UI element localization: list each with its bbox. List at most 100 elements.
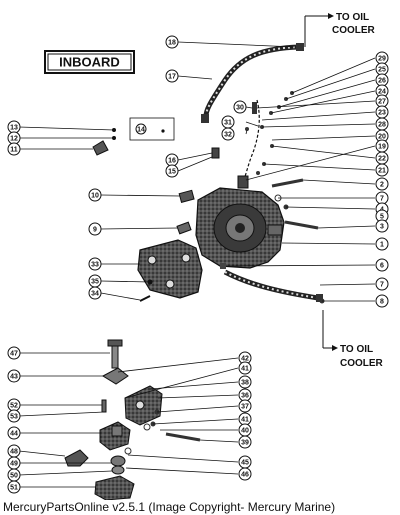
- callout-r7a: 7: [375, 191, 389, 205]
- callout-number: 37: [241, 404, 249, 411]
- callout-number: 21: [378, 168, 386, 175]
- callout-number: 13: [10, 125, 18, 132]
- callout-b53: 53: [7, 409, 21, 423]
- callout-b43: 43: [7, 369, 21, 383]
- callout-number: 51: [10, 485, 18, 492]
- callout-number: 35: [91, 279, 99, 286]
- callout-number: 46: [241, 472, 249, 479]
- callout-b45: 45: [238, 455, 252, 469]
- callout-number: 40: [241, 428, 249, 435]
- callout-r6: 6: [375, 258, 389, 272]
- callout-c30: 30: [233, 100, 247, 114]
- callout-b51: 51: [7, 480, 21, 494]
- callout-c9: 9: [88, 222, 102, 236]
- small-parts-middle: [92, 128, 249, 302]
- callout-b40: 40: [238, 423, 252, 437]
- callout-number: 23: [378, 110, 386, 117]
- callout-c15: 15: [165, 164, 179, 178]
- callout-c10: 10: [88, 188, 102, 202]
- callout-number: 6: [380, 263, 384, 270]
- callout-number: 27: [378, 99, 386, 106]
- callout-c18: 18: [165, 35, 179, 49]
- callout-number: 28: [378, 122, 386, 129]
- callout-number: 1: [380, 242, 384, 249]
- callout-number: 19: [378, 144, 386, 151]
- callout-r26: 26: [375, 73, 389, 87]
- leader-lines: [18, 41, 376, 302]
- callout-number: 30: [236, 105, 244, 112]
- callout-number: 5: [380, 214, 384, 221]
- callout-number: 17: [168, 74, 176, 81]
- svg-text:COOLER: COOLER: [332, 25, 376, 36]
- callout-number: 50: [10, 473, 18, 480]
- callout-number: 32: [224, 132, 232, 139]
- callout-c12: 12: [7, 131, 21, 145]
- callout-r2a: 2: [375, 177, 389, 191]
- inboard-title-box: INBOARD: [44, 50, 135, 74]
- callout-number: 36: [241, 393, 249, 400]
- svg-text:TO OIL: TO OIL: [340, 344, 373, 355]
- callout-r29: 29: [375, 51, 389, 65]
- callout-b41a: 41: [238, 361, 252, 375]
- callout-b49: 49: [7, 456, 21, 470]
- callout-b46: 46: [238, 467, 252, 481]
- callout-number: 41: [241, 366, 249, 373]
- callout-r28: 28: [375, 117, 389, 131]
- callout-r22: 22: [375, 151, 389, 165]
- callout-c35: 35: [88, 274, 102, 288]
- to-oil-cooler-bottom-label: TO OIL COOLER: [322, 310, 384, 369]
- leader-lines-bottom: [18, 352, 239, 488]
- callout-number: 9: [93, 227, 97, 234]
- callout-b39: 39: [238, 435, 252, 449]
- callout-number: 20: [378, 134, 386, 141]
- callout-c16: 16: [165, 153, 179, 167]
- callout-number: 3: [380, 224, 384, 231]
- transmission-housing: [195, 187, 285, 269]
- callout-r3: 3: [375, 219, 389, 233]
- callout-c34: 34: [88, 286, 102, 300]
- callout-number: 14: [137, 127, 145, 134]
- oil-hose-upper: [201, 43, 304, 123]
- callout-b41b: 41: [238, 412, 252, 426]
- callout-number: 11: [10, 147, 18, 154]
- callout-number: 25: [378, 67, 386, 74]
- callout-c13: 13: [7, 120, 21, 134]
- callout-c32: 32: [221, 127, 235, 141]
- callout-r27: 27: [375, 94, 389, 108]
- callout-b52: 52: [7, 398, 21, 412]
- callout-c33: 33: [88, 257, 102, 271]
- callout-number: 16: [168, 158, 176, 165]
- callout-number: 26: [378, 78, 386, 85]
- callout-number: 42: [241, 356, 249, 363]
- to-oil-cooler-top-label: TO OIL COOLER: [304, 12, 376, 47]
- inboard-title: INBOARD: [59, 55, 120, 70]
- callout-c17: 17: [165, 69, 179, 83]
- callout-number: 45: [241, 460, 249, 467]
- detail-box-14: [129, 117, 175, 141]
- callout-r1: 1: [375, 237, 389, 251]
- callout-number: 33: [91, 262, 99, 269]
- callout-r25: 25: [375, 62, 389, 76]
- callout-number: 52: [10, 403, 18, 410]
- callout-number: 22: [378, 156, 386, 163]
- callout-b37: 37: [238, 399, 252, 413]
- callout-number: 34: [91, 291, 99, 298]
- callout-b38: 38: [238, 375, 252, 389]
- callout-b36: 36: [238, 388, 252, 402]
- callout-r7b: 7: [375, 277, 389, 291]
- svg-text:TO OIL: TO OIL: [336, 12, 369, 23]
- callout-number: 49: [10, 461, 18, 468]
- exploded-view: INBOARD TO OIL COOLER TO OIL COOLER: [7, 12, 389, 500]
- callout-number: 15: [168, 169, 176, 176]
- image-caption: MercuryPartsOnline v2.5.1 (Image Copyrig…: [3, 500, 336, 514]
- callout-number: 29: [378, 56, 386, 63]
- callout-number: 43: [10, 374, 18, 381]
- callout-b50: 50: [7, 468, 21, 482]
- callout-number: 41: [241, 417, 249, 424]
- callout-number: 38: [241, 380, 249, 387]
- side-cover-plate: [137, 239, 203, 299]
- callout-number: 44: [10, 431, 18, 438]
- callout-number: 53: [10, 414, 18, 421]
- callout-number: 8: [380, 299, 384, 306]
- callout-c31: 31: [221, 115, 235, 129]
